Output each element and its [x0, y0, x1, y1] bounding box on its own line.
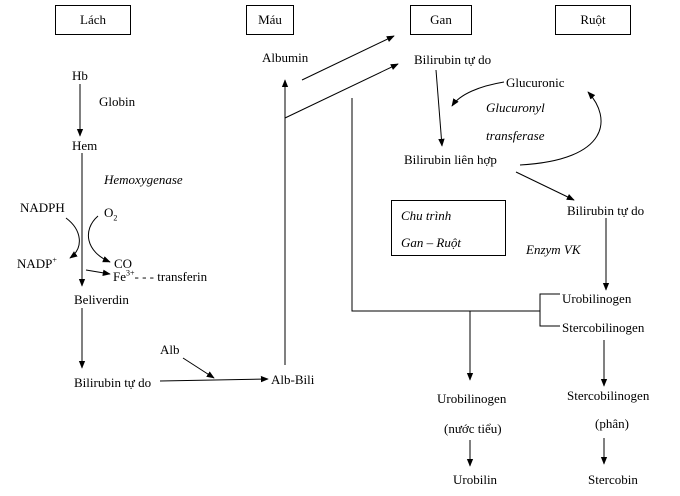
arrow-glucuronic [451, 81, 505, 107]
label-urine-urobilinogen: Urobilinogen [437, 391, 507, 406]
label-spleen-bilirubin: Bilirubin tự do [74, 375, 152, 390]
header-intestine: Ruột [555, 5, 631, 35]
label-stercobin: Stercobin [588, 472, 638, 487]
bracket-urobilinogen [539, 293, 560, 327]
label-globin: Globin [99, 94, 136, 109]
header-spleen: Lách [55, 5, 131, 35]
cycle-line1: Chu trình [401, 208, 452, 223]
label-co: CO [114, 256, 133, 271]
label-stercobilinogen: Stercobilinogen [562, 320, 645, 335]
label-o2: O2 [104, 205, 118, 223]
label-enzyme-line2: transferase [486, 128, 545, 143]
label-conjugated-bilirubin: Bilirubin liên hợp [404, 152, 497, 167]
cycle-line2: Gan – Ruột [401, 235, 461, 250]
label-urobilin: Urobilin [453, 472, 498, 487]
arrow-alb [182, 357, 215, 379]
label-alb: Alb [160, 342, 180, 357]
header-blood: Máu [246, 5, 294, 35]
label-nadp: NADP+ [17, 255, 57, 271]
arrow-conjugate-intestine [515, 171, 575, 201]
label-biliverdin: Beliverdin [74, 292, 129, 307]
label-albumin: Albumin [262, 50, 309, 65]
label-urobilinogen: Urobilinogen [562, 291, 632, 306]
arrow-nadph-nadp [65, 217, 80, 259]
label-nadph: NADPH [20, 200, 65, 215]
label-urine-note: (nước tiểu) [444, 421, 502, 436]
header-liver: Gan [410, 5, 472, 35]
arrow-blood-liver [284, 63, 399, 119]
label-enzyme-vk: Enzym VK [526, 242, 581, 257]
label-enzyme-line1: Glucuronyl [486, 100, 545, 115]
label-hem: Hem [72, 138, 98, 153]
label-liver-bilirubin: Bilirubin tự do [414, 52, 492, 67]
arrow-liver-conjugate [435, 69, 445, 147]
arrow-cycle-glucuronic [519, 91, 602, 166]
arrow-fe [85, 269, 111, 276]
label-intestine-bilirubin: Bilirubin tự do [567, 203, 645, 218]
label-fe-transferin: Fe3+- - - transferin [113, 268, 208, 284]
arrow-o2-co [88, 215, 111, 263]
label-stercobilinogen-out: Stercobilinogen [567, 388, 650, 403]
label-hb: Hb [72, 68, 88, 83]
label-glucuronic: Glucuronic [506, 75, 565, 90]
label-feces: (phân) [595, 416, 629, 431]
cycle-box: Chu trình Gan – Ruột [391, 200, 506, 256]
arrow-bilirubin-albbili [159, 375, 269, 383]
line-enterohepatic [351, 98, 540, 312]
arrow-albumin-liver [301, 35, 395, 81]
label-alb-bili: Alb-Bili [271, 372, 315, 387]
label-hemoxygenase: Hemoxygenase [104, 172, 183, 187]
